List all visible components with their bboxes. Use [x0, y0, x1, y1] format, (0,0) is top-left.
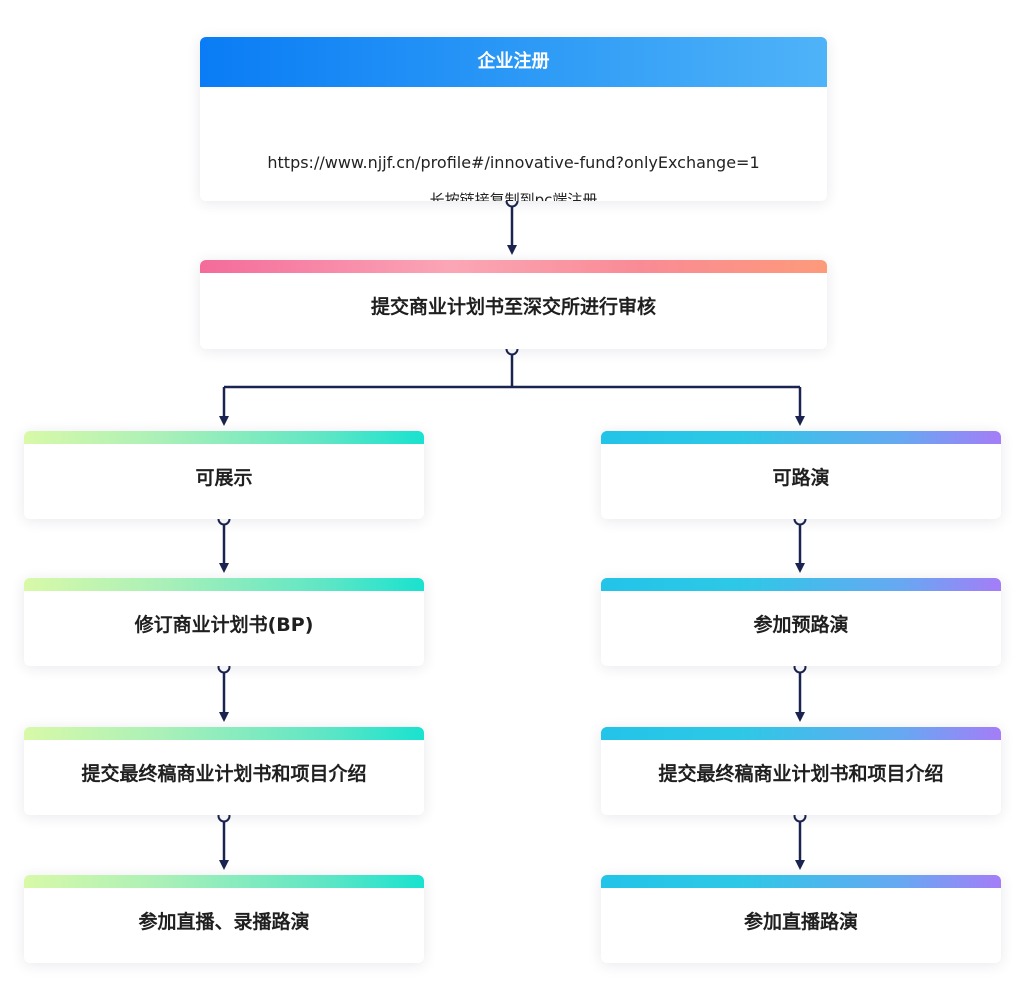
review-label: 提交商业计划书至深交所进行审核	[370, 296, 656, 318]
right-accent-bar	[601, 875, 1001, 888]
right-step-card-live-roadshow: 参加直播路演	[601, 875, 1001, 963]
right-step-card-roadshow: 可路演	[601, 431, 1001, 519]
review-card: 提交商业计划书至深交所进行审核	[200, 260, 827, 349]
left-step-label: 提交最终稿商业计划书和项目介绍	[81, 763, 367, 785]
left-step-label: 参加直播、录播路演	[138, 911, 310, 933]
register-title: 企业注册	[477, 51, 550, 72]
left-step-card-revise-bp: 修订商业计划书(BP)	[24, 578, 424, 666]
right-step-card-final-submission: 提交最终稿商业计划书和项目介绍	[601, 727, 1001, 815]
right-accent-bar	[601, 578, 1001, 591]
left-step-label: 可展示	[195, 467, 253, 489]
right-step-label: 可路演	[772, 467, 830, 489]
register-header-bar	[200, 37, 827, 87]
left-step-card-display: 可展示	[24, 431, 424, 519]
right-step-label: 提交最终稿商业计划书和项目介绍	[658, 763, 944, 785]
left-step-card-final-submission: 提交最终稿商业计划书和项目介绍	[24, 727, 424, 815]
review-accent-bar	[200, 260, 827, 273]
left-step-card-live-recorded-roadshow: 参加直播、录播路演	[24, 875, 424, 963]
left-accent-bar	[24, 727, 424, 740]
left-accent-bar	[24, 875, 424, 888]
right-step-label: 参加直播路演	[743, 911, 858, 933]
left-step-label: 修订商业计划书(BP)	[134, 614, 314, 636]
right-step-label: 参加预路演	[753, 614, 849, 636]
register-card: 企业注册 https://www.njjf.cn/profile#/innova…	[200, 37, 827, 201]
left-accent-bar	[24, 578, 424, 591]
register-hint: 长按链接复制到pc端注册	[429, 191, 598, 201]
right-accent-bar	[601, 727, 1001, 740]
right-accent-bar	[601, 431, 1001, 444]
right-step-card-pre-roadshow: 参加预路演	[601, 578, 1001, 666]
register-url[interactable]: https://www.njjf.cn/profile#/innovative-…	[267, 153, 760, 172]
left-accent-bar	[24, 431, 424, 444]
